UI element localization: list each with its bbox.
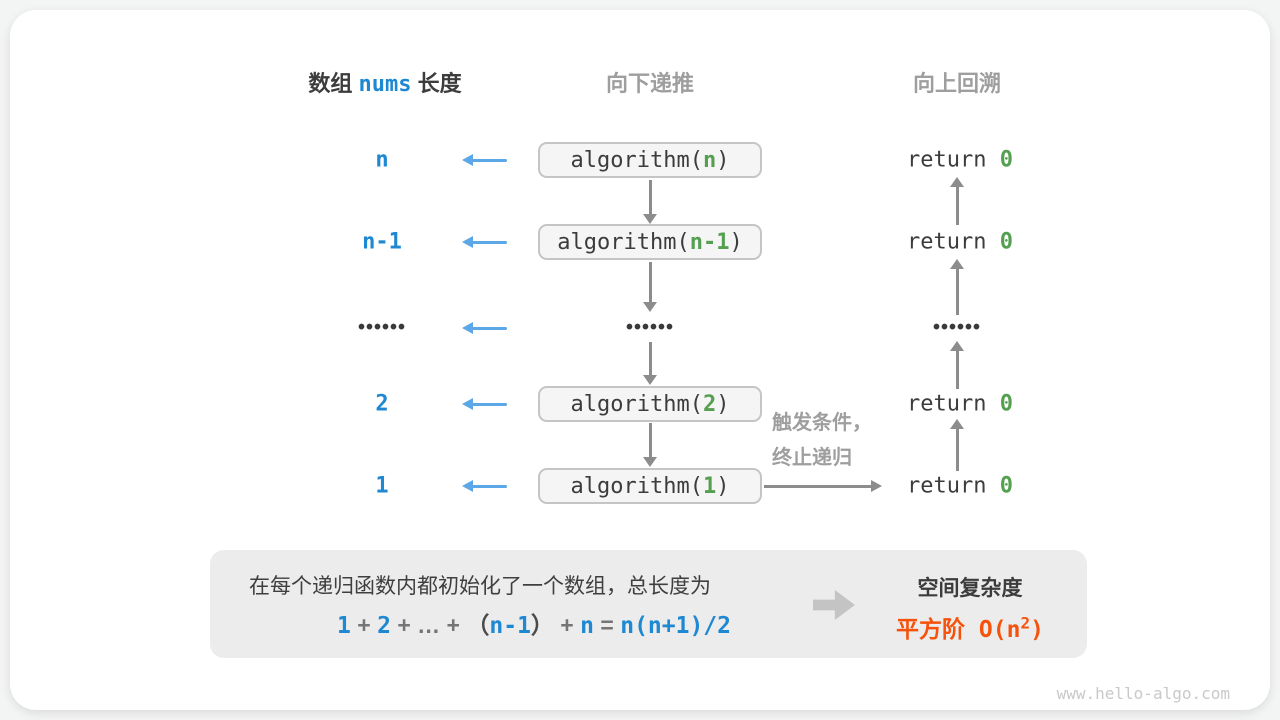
return-keyword: return [907, 473, 1000, 499]
order-suffix: ) [1030, 617, 1044, 643]
return-value: 0 [999, 229, 1013, 255]
left-arrow-icon [462, 397, 507, 411]
left-arrow-icon [462, 479, 507, 493]
summary-panel: 在每个递归函数内都初始化了一个数组，总长度为 1 + 2 + … + （n-1）… [210, 550, 1087, 658]
ellipsis-left: •••••• [357, 316, 406, 339]
down-arrow-icon [642, 262, 658, 312]
return-statement: return 0 [907, 230, 1013, 255]
formula-segment: ） [530, 612, 554, 638]
return-value: 0 [999, 473, 1013, 499]
return-keyword: return [907, 391, 1000, 417]
call-arg: 2 [702, 391, 717, 417]
formula-segment: + [553, 612, 581, 638]
summary-description: 在每个递归函数内都初始化了一个数组，总长度为 [249, 575, 711, 598]
column-header-recurse-down: 向下递推 [605, 71, 694, 96]
formula-segment: + [390, 612, 418, 638]
call-prefix: algorithm( [570, 391, 703, 417]
return-keyword: return [907, 229, 1000, 255]
return-value: 0 [999, 391, 1013, 417]
terminate-note-line1: 触发条件， [772, 412, 872, 434]
left-arrow-icon [462, 153, 507, 167]
up-arrow-icon [949, 177, 965, 225]
formula-segment: 1 [337, 613, 351, 639]
call-suffix: ) [716, 473, 730, 499]
terminate-right-arrow-icon [764, 479, 882, 493]
length-label-1: 1 [375, 473, 389, 499]
formula-segment: + [350, 612, 378, 638]
length-label-2: 2 [375, 391, 389, 417]
call-suffix: ) [716, 147, 730, 173]
formula-segment: = [594, 612, 621, 638]
up-arrow-icon [949, 341, 965, 389]
call-arg: 1 [702, 473, 717, 499]
down-arrow-icon [642, 423, 658, 467]
algorithm-call-box-n: algorithm(n) [538, 142, 762, 178]
call-prefix: algorithm( [570, 473, 703, 499]
formula-segment: … [417, 612, 441, 638]
column-header-array-length: 数组 nums 长度 [265, 70, 505, 98]
array-label-prefix: 数组 [308, 71, 353, 96]
formula-segment: 2 [377, 613, 391, 639]
terminate-note-line2: 终止递归 [772, 447, 852, 469]
return-statement: return 0 [907, 474, 1013, 499]
length-label-n: n [375, 147, 389, 173]
column-header-backtrack-up: 向上回溯 [912, 71, 1001, 96]
order-exponent: 2 [1020, 613, 1031, 633]
down-arrow-icon [642, 180, 658, 224]
call-prefix: algorithm( [570, 147, 703, 173]
algorithm-call-box-1: algorithm(1) [538, 468, 762, 504]
summary-formula: 1 + 2 + … + （n-1） + n = n(n+1)/2 [234, 606, 834, 640]
return-statement: return 0 [907, 392, 1013, 417]
formula-segment: n(n+1)/2 [620, 613, 731, 639]
call-suffix: ) [729, 229, 743, 255]
down-arrow-icon [642, 342, 658, 385]
left-arrow-icon [462, 235, 507, 249]
watermark: www.hello-algo.com [1056, 684, 1230, 703]
algorithm-call-box-2: algorithm(2) [538, 386, 762, 422]
formula-segment: （ [466, 612, 490, 638]
return-statement: return 0 [907, 148, 1013, 173]
length-label-n-1: n-1 [362, 229, 402, 255]
return-keyword: return [907, 147, 1000, 173]
left-arrow-icon [462, 321, 507, 335]
complexity-result: 空间复杂度 平方阶 O(n2) [865, 550, 1075, 658]
complexity-result-title: 空间复杂度 [917, 577, 1023, 600]
call-arg: n-1 [689, 229, 730, 255]
formula-segment: + [440, 612, 467, 638]
array-label-suffix: 长度 [417, 71, 462, 96]
up-arrow-icon [949, 419, 965, 471]
algorithm-call-box-n-1: algorithm(n-1) [538, 224, 762, 260]
formula-segment: n [580, 613, 594, 639]
order-prefix: 平方阶 O(n [896, 617, 1021, 643]
ellipsis-middle: •••••• [625, 316, 674, 339]
complexity-result-order: 平方阶 O(n2) [865, 610, 1075, 644]
diagram-card: 数组 nums 长度 向下递推 向上回溯 n algorithm(n) retu… [10, 10, 1270, 710]
return-value: 0 [999, 147, 1013, 173]
array-code-nums: nums [358, 72, 412, 97]
terminate-condition-note: 触发条件， 终止递归 [772, 406, 892, 476]
call-suffix: ) [716, 391, 730, 417]
up-arrow-icon [949, 259, 965, 315]
ellipsis-right: •••••• [932, 316, 981, 339]
call-arg: n [702, 147, 717, 173]
call-prefix: algorithm( [557, 229, 690, 255]
formula-segment: n-1 [489, 613, 531, 639]
